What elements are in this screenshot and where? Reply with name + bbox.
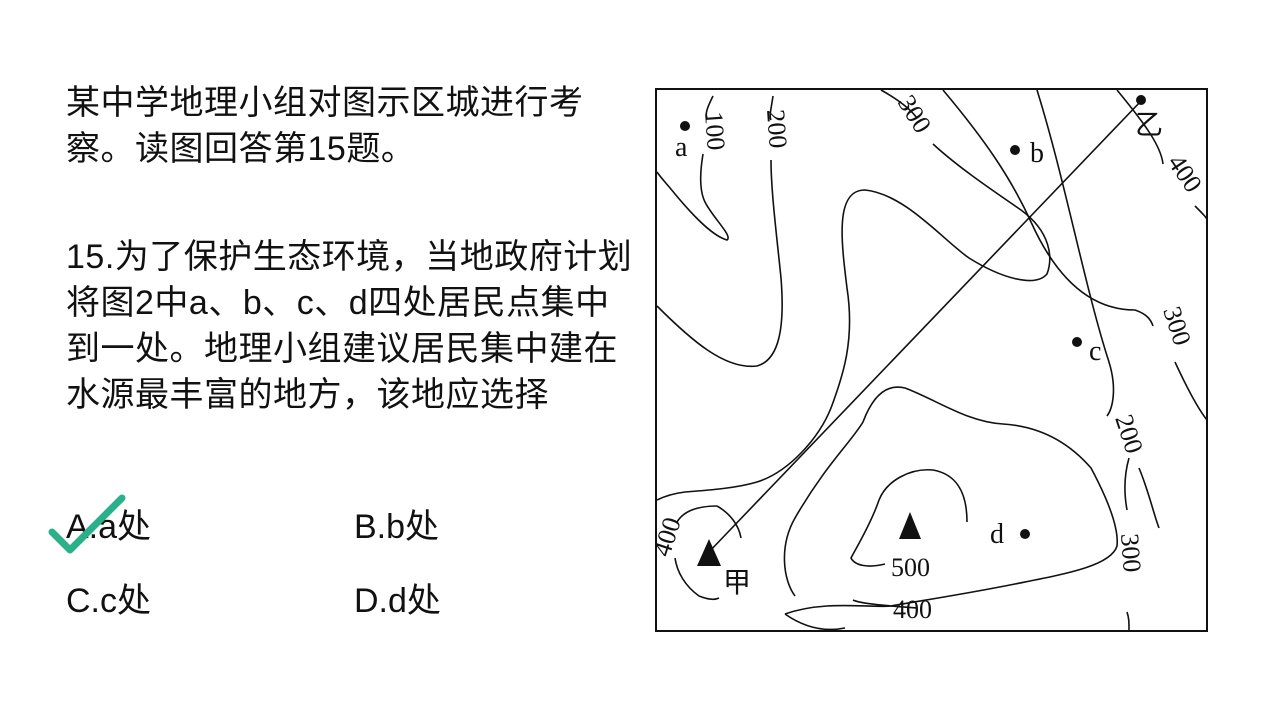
contour-300-main <box>656 89 1051 501</box>
contour-400-left <box>674 505 720 601</box>
contour-label-400-right: 400 <box>1162 149 1208 198</box>
contour-label-200-top: 200 <box>761 108 793 149</box>
contour-400-bottom <box>784 613 846 631</box>
map-frame <box>655 88 1208 632</box>
checkmark-icon <box>48 494 126 554</box>
point-a-marker <box>680 121 690 131</box>
peak-jia-icon <box>697 539 721 566</box>
contour-label-500: 500 <box>891 553 930 582</box>
contour-left-peak-ring <box>716 505 742 539</box>
contour-100 <box>656 95 729 241</box>
profile-line <box>706 99 1143 555</box>
contour-300-right-lower <box>1174 361 1208 421</box>
peak-jia-label: 甲 <box>723 568 751 599</box>
contour-label-100: 100 <box>699 110 731 151</box>
point-b-marker <box>1010 145 1020 155</box>
contour-label-300-top: 300 <box>892 90 937 138</box>
point-c-label: c <box>1089 336 1101 367</box>
contour-label-200-right: 200 <box>1109 411 1149 457</box>
point-a-label: a <box>675 132 688 163</box>
contour-400-loop <box>783 386 1118 615</box>
contour-map: a b c d 甲 乙 100 200 300 400 300 200 300 … <box>655 88 1208 632</box>
contour-label-400-bottom: 400 <box>893 595 932 624</box>
question-text: 15.为了保护生态环境，当地政府计划将图2中a、b、c、d四处居民点集中到一处。… <box>66 238 633 414</box>
contour-200-left <box>656 95 783 368</box>
intro-text: 某中学地理小组对图示区城进行考察。读图回答第15题。 <box>66 84 584 168</box>
point-d-label: d <box>990 519 1004 550</box>
option-b[interactable]: B.b处 <box>354 508 440 546</box>
contour-300-right <box>942 89 1154 327</box>
contour-label-300-right: 300 <box>1157 303 1197 349</box>
peak-500-icon <box>899 512 921 539</box>
contour-label-300-bottom: 300 <box>1115 532 1147 573</box>
point-yi-marker <box>1136 95 1146 105</box>
peak-yi-label: 乙 <box>1135 110 1163 141</box>
contour-label-400-left: 400 <box>655 514 687 560</box>
contour-400-right <box>1116 89 1208 221</box>
option-d[interactable]: D.d处 <box>354 582 441 620</box>
contour-300-bottom-right <box>1124 457 1130 631</box>
contour-200-right <box>1036 89 1160 529</box>
option-c[interactable]: C.c处 <box>66 582 151 620</box>
point-b-label: b <box>1030 138 1044 169</box>
contour-500 <box>850 469 968 609</box>
point-c-marker <box>1072 337 1082 347</box>
point-d-marker <box>1020 529 1030 539</box>
